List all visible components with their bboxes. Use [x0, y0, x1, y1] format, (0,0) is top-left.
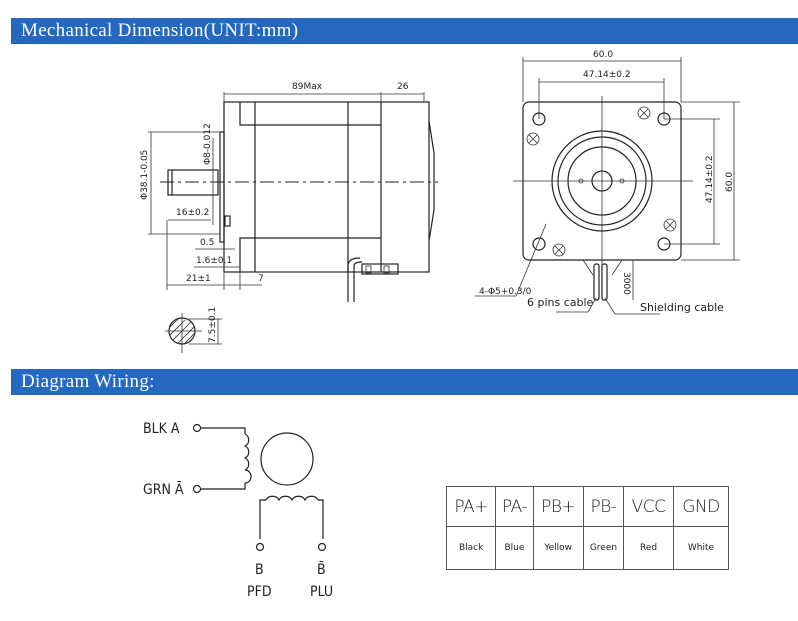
signal-cell: PB-	[582, 486, 625, 527]
signal-cell: PA+	[445, 486, 497, 527]
dim-width: 60.0	[593, 50, 613, 60]
coil-b	[265, 495, 319, 502]
wire-color-row: Black Blue Yellow Green Red White	[445, 526, 730, 570]
color-cell: White	[672, 526, 730, 570]
dim-shaft-dia: Φ8-0.012	[203, 123, 213, 165]
wiring-diagram: BLK A GRN Ā B B̄ PFD PLU	[143, 421, 333, 600]
dim-flat: 7.5±0.1	[208, 307, 218, 343]
color-cell: Blue	[495, 526, 534, 570]
diagram-wiring-header: Diagram Wiring:	[11, 369, 798, 395]
dim-gap: 0.5	[200, 238, 214, 248]
pin-color-table: PA+ PA- PB+ PB- VCC GND Black Blue Yello…	[445, 486, 730, 570]
wire-label-b-minus: B̄	[317, 560, 326, 578]
dim-hole-callout: 4-Φ5+0.3/0	[479, 287, 532, 297]
terminal-b-minus	[317, 542, 327, 552]
signal-cell: VCC	[623, 486, 674, 527]
color-cell: Red	[623, 526, 674, 570]
mechanical-dimension-header: Mechanical Dimension(UNIT:mm)	[11, 18, 798, 44]
front-view: 60.0 47.14±0.2 60.0 47.14±0.2 3000 4-Φ5+…	[475, 50, 740, 315]
signal-cell: PB+	[532, 486, 584, 527]
six-pins-cable-label: 6 pins cable	[527, 296, 594, 309]
side-view: 89Max 26 Φ38.1-0.05 Φ8-0.012 16±0.2 0.5 …	[140, 82, 438, 353]
wire-label-b-plus: B	[255, 562, 264, 578]
wire-label-a-minus: GRN Ā	[143, 481, 184, 498]
color-cell: Black	[445, 526, 497, 570]
dim-cable-length: 3000	[621, 272, 631, 295]
signal-row: PA+ PA- PB+ PB- VCC GND	[445, 486, 730, 527]
mount-hole	[532, 237, 546, 251]
rotor-circle	[260, 432, 314, 486]
shielding-cable-label: Shielding cable	[640, 301, 724, 314]
dim-shaft-length: 16±0.2	[176, 208, 209, 218]
dim-rear: 26	[397, 82, 409, 92]
terminal-a-minus	[192, 484, 202, 494]
dim-height: 60.0	[725, 172, 735, 192]
dim-shaft-extension: 21±1	[186, 274, 211, 284]
color-cell: Yellow	[532, 526, 584, 570]
dim-boss: 7	[258, 274, 264, 284]
shaft-section: 7.5±0.1	[165, 307, 222, 353]
dim-hole-spacing: 47.14±0.2	[583, 70, 631, 80]
coil-a	[243, 433, 252, 484]
terminal-b-plus	[255, 542, 265, 552]
wire-color-b-minus: PLU	[310, 584, 333, 600]
signal-cell: GND	[672, 486, 730, 527]
wire-label-a-plus: BLK A	[143, 421, 180, 437]
dim-hole-spacing-vertical: 47.14±0.2	[705, 155, 715, 203]
dim-length: 89Max	[292, 82, 323, 92]
wire-color-b-plus: PFD	[247, 584, 272, 600]
signal-cell: PA-	[495, 486, 534, 527]
color-cell: Green	[582, 526, 625, 570]
dim-flange-thickness: 1.6±0.1	[196, 256, 232, 266]
dim-flange-dia: Φ38.1-0.05	[140, 150, 150, 200]
terminal-a-plus	[192, 423, 202, 433]
